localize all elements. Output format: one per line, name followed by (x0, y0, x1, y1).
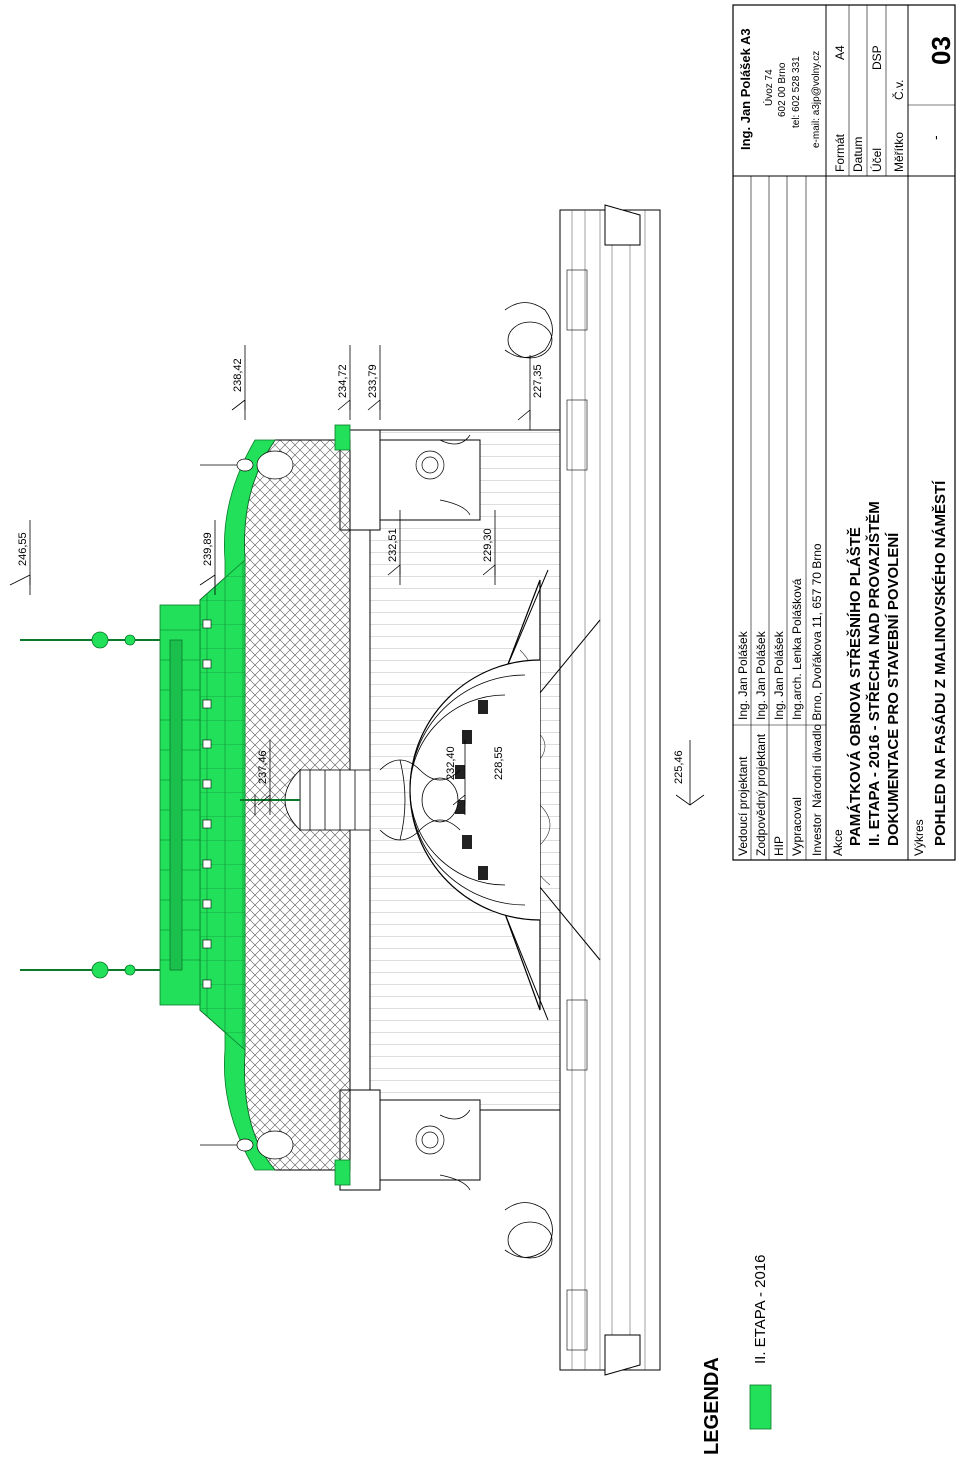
cupola (240, 769, 371, 831)
elev-232-40: 232,40 (445, 746, 457, 780)
elev-225-46: 225,46 (673, 750, 685, 784)
tb-cv-label: Č.v. (891, 80, 906, 100)
side-finials (200, 450, 294, 1160)
tb-role-vypracoval: Vypracoval (790, 797, 804, 856)
elevation-markers (9, 345, 531, 815)
facade-elevation (20, 204, 661, 1376)
tb-akce-line-3: DOKUMENTACE PRO STAVEBNÍ POVOLENÍ (885, 532, 902, 846)
legend-swatch-green (749, 1384, 772, 1430)
tb-format-value: A4 (833, 45, 847, 60)
elev-238-42: 238,42 (232, 358, 244, 392)
tb-investor-label: Investor (810, 813, 824, 856)
tb-vykres: POHLED NA FASÁDU Z MALINOVSKÉHO NÁMĚSTÍ (931, 480, 949, 846)
tb-role-zodpovedny: Zodpovědný projektant (754, 733, 768, 856)
tb-akce-label: Akce (831, 829, 845, 856)
title-block (732, 4, 956, 861)
tb-role-hip: HIP (772, 836, 786, 856)
tb-name-hip: Ing. Jan Polášek (772, 630, 786, 720)
ornament-cartouche (415, 434, 471, 1191)
tb-format-label: Formát (833, 133, 847, 172)
tb-company-name: Ing. Jan Polášek A3 (738, 28, 753, 150)
elev-227-35: 227,35 (532, 364, 544, 398)
tb-company-phone: tel: 602 528 331 (791, 56, 802, 128)
elev-229-30: 229,30 (482, 528, 494, 562)
corner-sculpture (504, 302, 553, 1259)
tb-company-email: e-mail: a3jp@volny.cz (811, 51, 822, 148)
elev-233-79: 233,79 (367, 364, 379, 398)
tb-company-city: 602 00 Brno (777, 62, 788, 117)
tb-role-vedouci: Vedoucí projektant (736, 756, 750, 856)
elev-234-72: 234,72 (337, 364, 349, 398)
elev-228-55: 228,55 (493, 746, 505, 780)
tb-meritko-label: Měřítko (892, 132, 906, 172)
balustrade (566, 269, 588, 1351)
tb-vykres-label: Výkres (912, 819, 926, 856)
central-crest (379, 759, 461, 841)
elev-237-46: 237,46 (257, 750, 269, 784)
legend-title: LEGENDA (701, 1357, 723, 1455)
elev-239-89: 239,89 (202, 532, 214, 566)
tb-akce-line-2: II. ETAPA - 2016 - STŘECHA NAD PROVAZIŠT… (865, 501, 883, 846)
elev-232-51: 232,51 (387, 528, 399, 562)
tb-akce-line-1: PAMÁTKOVÁ OBNOVA STŘEŠNÍHO PLÁŠTĚ (846, 527, 864, 846)
tb-investor: Národní divadlo Brno, Dvořákova 11, 657 … (810, 543, 824, 808)
etapa-roof-green (20, 424, 351, 1186)
elev-246-55: 246,55 (17, 532, 29, 566)
tb-cv-value: 03 (926, 36, 956, 65)
tb-company-address: Úvoz 74 (762, 69, 775, 106)
tb-ucel-label: Účel (869, 148, 884, 172)
tb-name-zodpovedny: Ing. Jan Polášek (754, 630, 768, 720)
tb-datum-label: Datum (851, 137, 865, 172)
tb-ucel-value: DSP (870, 45, 884, 70)
tb-meritko-value: - (927, 135, 943, 140)
tb-name-vypracoval: Ing.arch. Lenka Polášková (790, 578, 804, 720)
legend-label-etapa: II. ETAPA - 2016 (752, 1255, 769, 1365)
tb-name-vedouci: Ing. Jan Polášek (736, 630, 750, 720)
